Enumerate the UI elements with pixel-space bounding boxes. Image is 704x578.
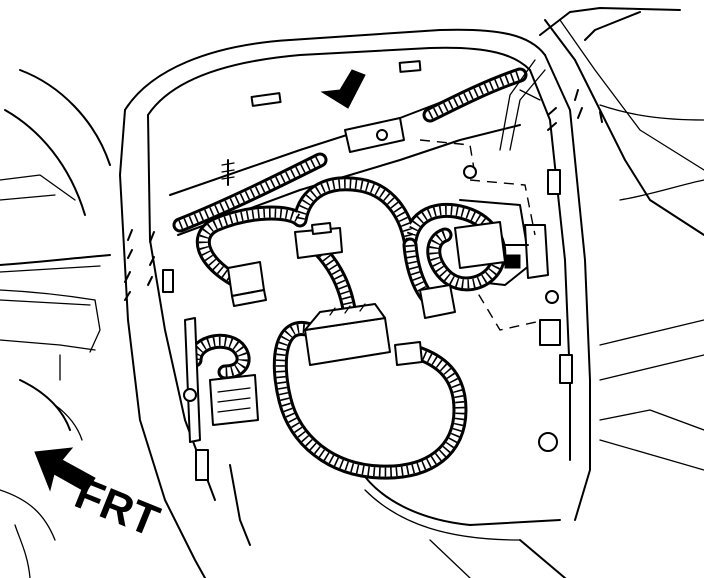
connectors xyxy=(183,221,521,443)
front-direction-arrow-icon xyxy=(34,447,96,493)
front-direction-indicator: FRT xyxy=(34,447,166,547)
connector-bracket xyxy=(454,221,506,269)
wiring-harness xyxy=(172,152,507,480)
clip-bolt-left xyxy=(183,388,197,402)
frt-label: FRT xyxy=(68,469,166,547)
pillar-slot-lower xyxy=(195,449,209,481)
bracket-bolt-2 xyxy=(538,432,558,452)
connector-center-small xyxy=(394,341,423,366)
top-slot-left xyxy=(250,92,282,107)
top-slot-right xyxy=(398,60,422,73)
top-connector-block xyxy=(344,117,405,153)
pillar-slot-upper xyxy=(162,269,174,293)
right-slot-upper xyxy=(547,169,561,195)
view-direction-arrow-icon xyxy=(320,69,366,109)
connector-right-small xyxy=(419,284,456,319)
bracket-bolt-top xyxy=(463,165,477,179)
top-connector-bolt xyxy=(376,129,388,141)
bracket-clip xyxy=(539,319,561,346)
door-panel-outline xyxy=(0,69,155,578)
dash-opening-outline xyxy=(119,7,704,578)
right-slot-lower xyxy=(559,354,573,384)
bracket-bolt-1 xyxy=(545,290,559,304)
dash-crossbar xyxy=(162,59,603,481)
